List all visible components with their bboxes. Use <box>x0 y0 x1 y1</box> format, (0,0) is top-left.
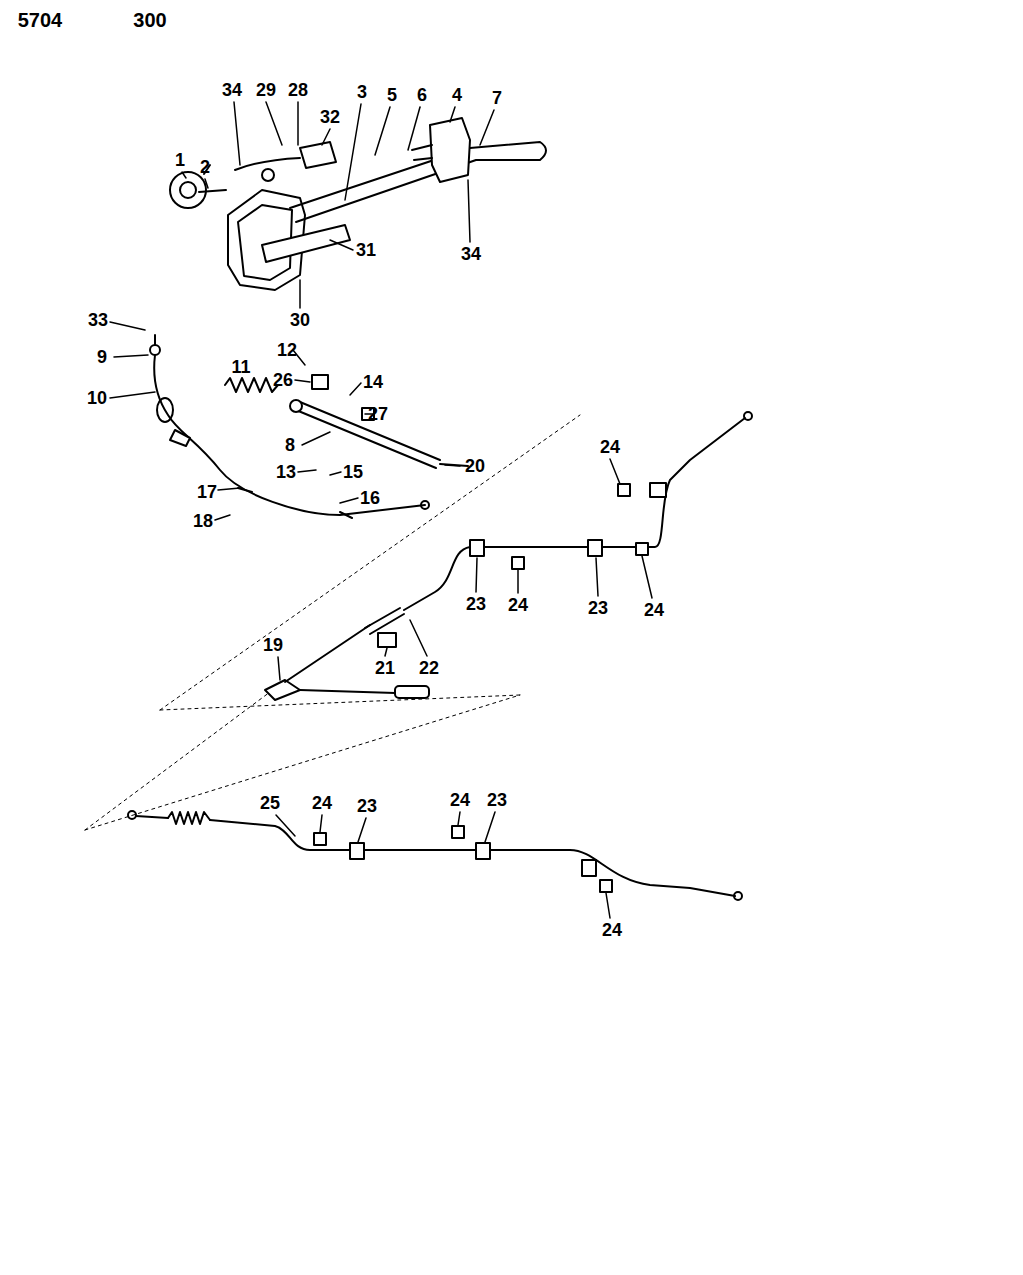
callout-number: 22 <box>419 659 439 677</box>
callout-number: 23 <box>588 599 608 617</box>
callout-number: 3 <box>357 83 367 101</box>
callout-number: 1 <box>175 151 185 169</box>
callout-number: 24 <box>600 438 620 456</box>
callout-number: 10 <box>87 389 107 407</box>
callout-number: 23 <box>357 797 377 815</box>
callout-number: 19 <box>263 636 283 654</box>
callout-number: 8 <box>285 436 295 454</box>
page-code: 5704 <box>18 10 63 30</box>
callout-number: 26 <box>273 371 293 389</box>
callout-number: 5 <box>387 86 397 104</box>
callout-number: 12 <box>277 341 297 359</box>
callout-number: 15 <box>343 463 363 481</box>
page-code: 300 <box>133 10 166 30</box>
callout-number: 29 <box>256 81 276 99</box>
callout-number: 14 <box>363 373 383 391</box>
callout-number: 21 <box>375 659 395 677</box>
callout-number: 23 <box>466 595 486 613</box>
callout-number: 30 <box>290 311 310 329</box>
callout-number: 24 <box>602 921 622 939</box>
callout-number: 2 <box>200 158 210 176</box>
callout-number: 11 <box>231 358 250 376</box>
callout-number: 4 <box>452 86 462 104</box>
callout-number: 25 <box>260 794 280 812</box>
callout-number: 34 <box>222 81 242 99</box>
callout-number: 20 <box>465 457 485 475</box>
callout-number: 24 <box>644 601 664 619</box>
callout-number: 7 <box>492 89 502 107</box>
callout-number: 18 <box>193 512 213 530</box>
callout-number: 16 <box>360 489 380 507</box>
callout-number: 13 <box>276 463 296 481</box>
callout-number: 9 <box>97 348 107 366</box>
callout-number: 24 <box>312 794 332 812</box>
callout-number: 17 <box>197 483 217 501</box>
callout-number: 24 <box>450 791 470 809</box>
callout-number: 24 <box>508 596 528 614</box>
callout-number: 28 <box>288 81 308 99</box>
callout-number: 6 <box>417 86 427 104</box>
callout-number: 32 <box>320 108 340 126</box>
callout-number: 34 <box>461 245 481 263</box>
callout-number: 23 <box>487 791 507 809</box>
callout-number: 33 <box>88 311 108 329</box>
callout-number: 31 <box>356 241 376 259</box>
callout-number: 27 <box>368 405 388 423</box>
